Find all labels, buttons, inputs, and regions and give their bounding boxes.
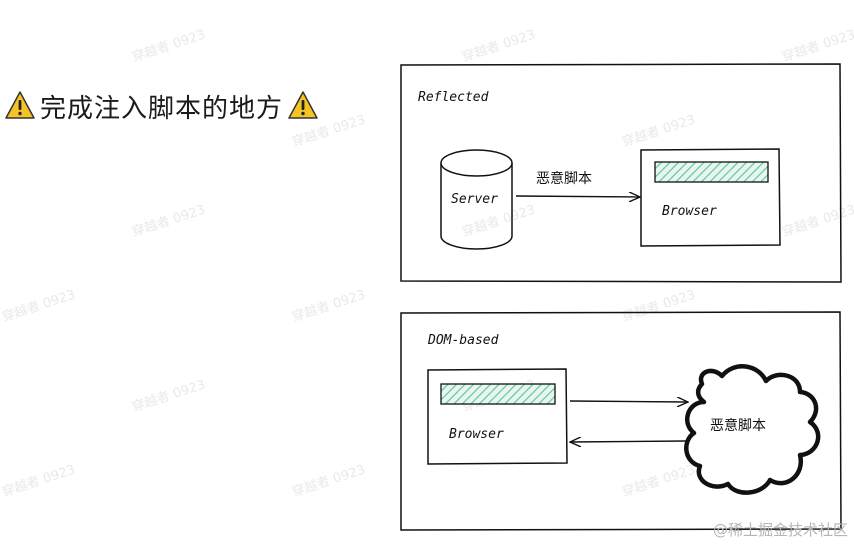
address-bar: [440, 383, 556, 405]
reflected-title: Reflected: [418, 90, 489, 105]
warning-icon: [287, 90, 319, 122]
arrow-label: 恶意脚本: [536, 170, 592, 187]
browser-to-cloud-arrow: [569, 401, 688, 402]
dom-frame: [400, 311, 842, 531]
server-cylinder: Server: [440, 149, 513, 250]
dom-title: DOM-based: [427, 333, 499, 348]
footer-credit: @稀土掘金技术社区: [712, 521, 848, 539]
address-bar: [654, 161, 769, 183]
server-label: Server: [451, 192, 498, 207]
browser-label: Browser: [662, 204, 717, 219]
reflected-browser-window: Browser: [640, 148, 781, 247]
reflected-panel: Reflected Server 恶意脚本 Browser: [400, 63, 842, 283]
reflected-frame: [400, 63, 842, 283]
cloud-to-browser-arrow: [570, 441, 687, 442]
dom-browser-window: Browser: [427, 368, 568, 465]
heading-text: 完成注入脚本的地方: [40, 93, 284, 124]
warning-icon: [4, 90, 36, 122]
browser-label: Browser: [449, 427, 504, 442]
page-title: 完成注入脚本的地方: [4, 88, 319, 124]
cloud-label: 恶意脚本: [710, 417, 766, 434]
dom-panel: DOM-based Browser 恶意脚本: [400, 311, 842, 531]
malicious-script-cloud: 恶意脚本: [684, 364, 821, 495]
server-to-browser-arrow: [515, 196, 640, 197]
